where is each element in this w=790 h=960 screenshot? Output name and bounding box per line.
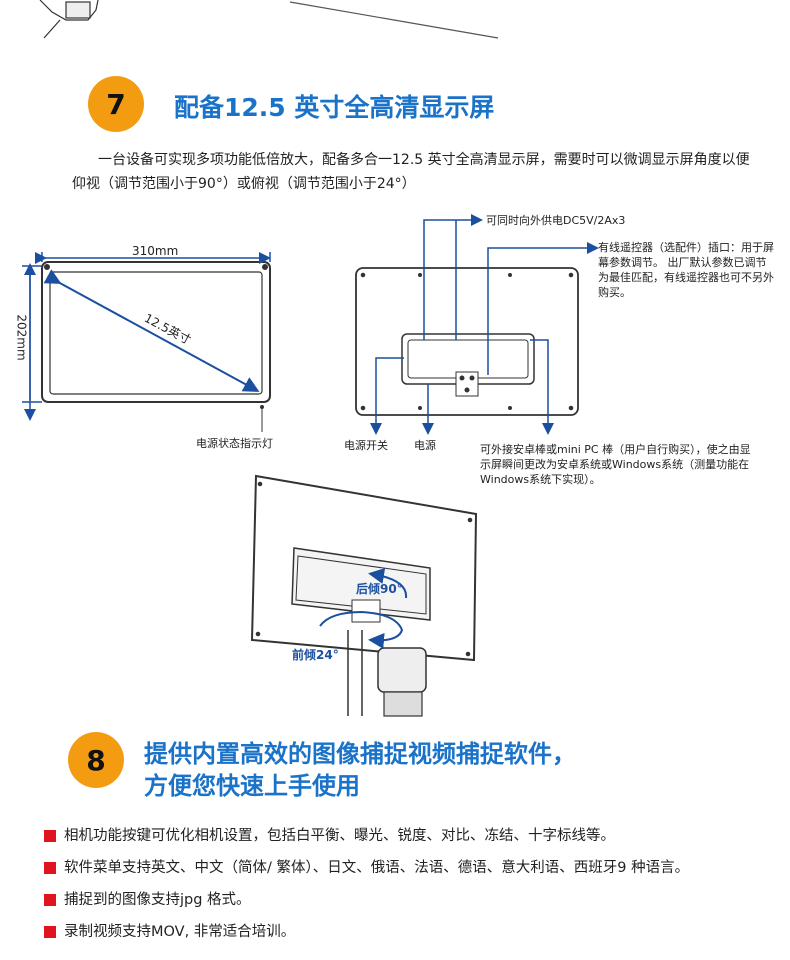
stand-perspective-drawing	[250, 474, 478, 717]
section-paragraph: 一台设备可实现多项功能低倍放大，配备多合一12.5 英寸全高清显示屏，需要时可以…	[72, 152, 750, 192]
section-8-title-line2: 方便您快速上手使用	[144, 772, 360, 800]
bullet-square-icon	[44, 894, 56, 906]
bullet-square-icon	[44, 830, 56, 842]
power-switch-label: 电源开关	[344, 439, 388, 452]
diagonal-dimension	[43, 269, 260, 392]
rotation-arrows	[319, 568, 408, 649]
back-screen-drawing	[355, 267, 579, 416]
height-dimension	[22, 263, 42, 421]
external-power-label: 可同时向外供电DC5V/2Ax3	[486, 214, 626, 227]
list-item: 捕捉到的图像支持jpg 格式。	[42, 886, 772, 914]
remote-port-label: 有线遥控器（选配件）插口：用于屏幕参数调节。 出厂默认参数已调节为最佳匹配，有线…	[598, 241, 774, 299]
width-label: 310mm	[132, 244, 179, 258]
bullet-square-icon	[44, 926, 56, 938]
list-item: 录制视频支持MOV, 非常适合培训。	[42, 918, 772, 946]
bullet-square-icon	[44, 862, 56, 874]
height-label: 202mm	[14, 314, 29, 361]
section-title: 配备12.5 英寸全高清显示屏	[174, 93, 495, 122]
power-label: 电源	[414, 439, 436, 452]
tilt-back-label: 后倾90°	[356, 582, 403, 596]
power-indicator-label: 电源状态指示灯	[196, 437, 273, 450]
list-item: 软件菜单支持英文、中文（简体/ 繁体）、日文、俄语、法语、德语、意大利语、西班牙…	[42, 854, 772, 882]
width-dimension	[35, 252, 271, 264]
android-stick-label: 可外接安卓棒或mini PC 棒（用户自行购买），使之由显示屏瞬间更改为安卓系统…	[480, 443, 751, 486]
section-number-badge: 7	[88, 76, 144, 132]
feature-list: 相机功能按键可优化相机设置，包括白平衡、曝光、锐度、对比、冻结、十字标线等。 软…	[42, 822, 772, 950]
section-number-badge-8: 8	[68, 732, 124, 788]
tilt-forward-label: 前倾24°	[292, 648, 339, 662]
section-8-title-line1: 提供内置高效的图像捕捉视频捕捉软件，	[144, 740, 576, 768]
list-item: 相机功能按键可优化相机设置，包括白平衡、曝光、锐度、对比、冻结、十字标线等。	[42, 822, 772, 850]
back-callouts	[370, 214, 599, 435]
top-stand-fragment	[39, 0, 499, 39]
